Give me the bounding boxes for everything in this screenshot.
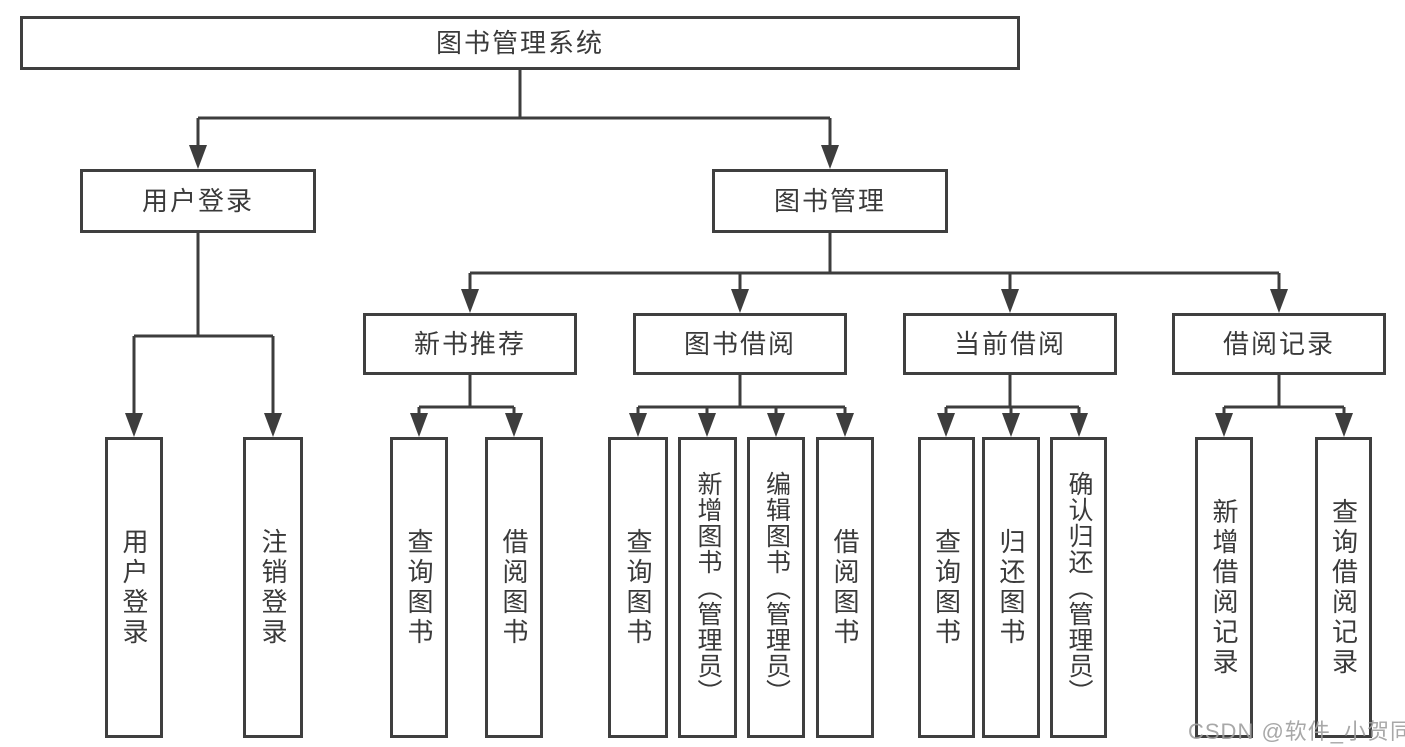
leaf-logout: 注销登录 [243, 437, 303, 738]
leaf-add-borrow-record: 新增借阅记录 [1195, 437, 1253, 738]
node-new-book-recommend: 新书推荐 [363, 313, 577, 375]
leaf-query-books-2: 查询图书 [608, 437, 668, 738]
node-borrow-records: 借阅记录 [1172, 313, 1386, 375]
leaf-borrow-books-1: 借阅图书 [485, 437, 543, 738]
leaf-query-borrow-record: 查询借阅记录 [1315, 437, 1372, 738]
leaf-return-books: 归还图书 [982, 437, 1040, 738]
node-current-borrow: 当前借阅 [903, 313, 1117, 375]
node-root: 图书管理系统 [20, 16, 1020, 70]
csdn-watermark: CSDN @软件_小贺同学 [1188, 719, 1405, 744]
leaf-borrow-books-2: 借阅图书 [816, 437, 874, 738]
leaf-edit-books-admin: 编辑图书（管理员） [747, 437, 805, 738]
leaf-add-books-admin: 新增图书（管理员） [678, 437, 737, 738]
leaf-confirm-return-admin: 确认归还（管理员） [1050, 437, 1107, 738]
node-book-management: 图书管理 [712, 169, 948, 233]
node-user-login: 用户登录 [80, 169, 316, 233]
node-book-borrow: 图书借阅 [633, 313, 847, 375]
leaf-query-books-3: 查询图书 [918, 437, 975, 738]
leaf-user-login: 用户登录 [105, 437, 163, 738]
leaf-query-books-1: 查询图书 [390, 437, 448, 738]
